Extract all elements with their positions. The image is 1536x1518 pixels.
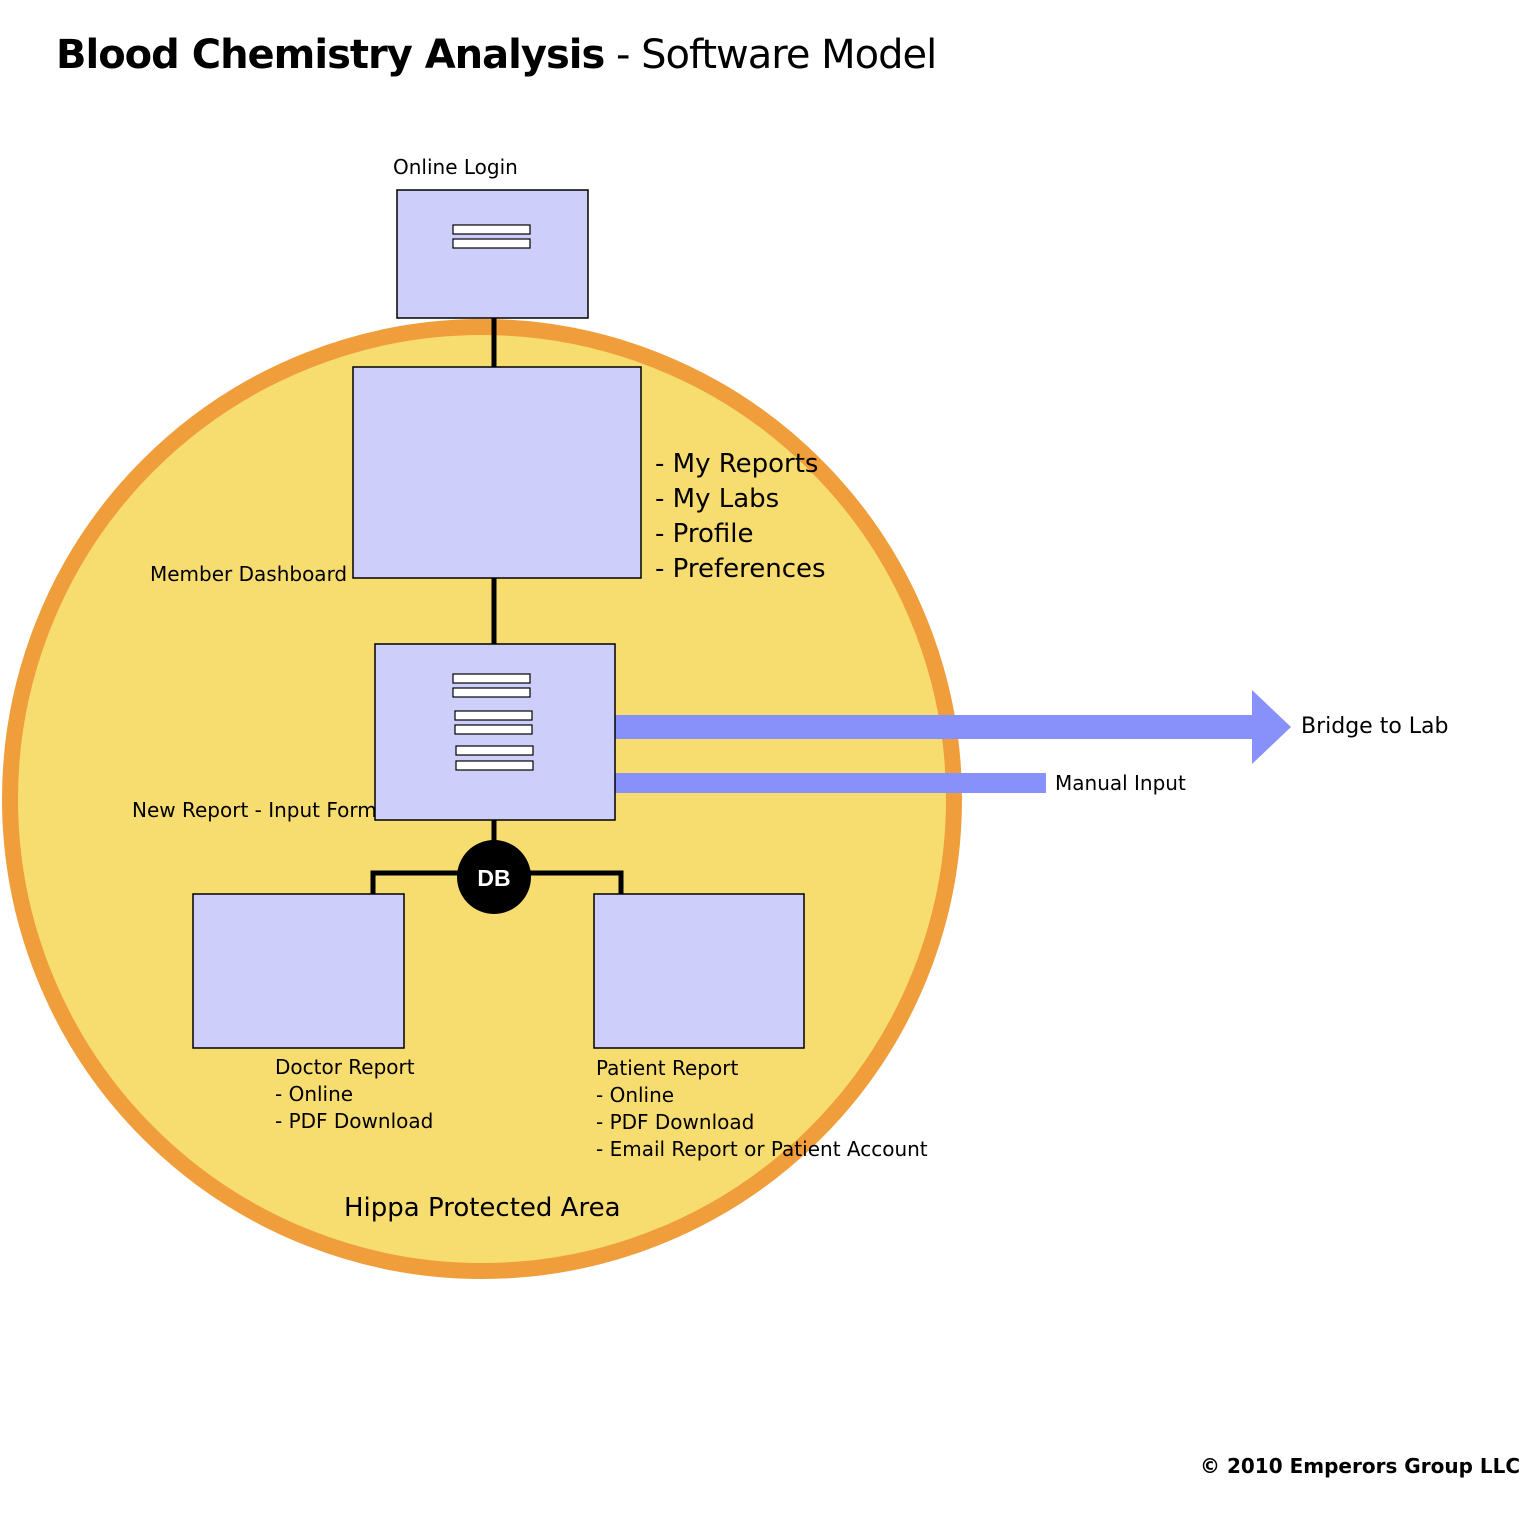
patient-report-text: Patient Report - Online - PDF Download -…: [596, 1055, 928, 1163]
form-field-bar: [455, 760, 534, 771]
form-field-bar: [452, 687, 531, 698]
dashboard-menu-item: - Profile: [655, 519, 754, 549]
lab-arrows: [576, 690, 1291, 806]
patient-report-item: - Online: [596, 1083, 675, 1107]
db-patient-line: [528, 870, 624, 894]
patient-report-title: Patient Report: [596, 1056, 739, 1080]
connector-lines: [370, 318, 624, 894]
page-title: Blood Chemistry Analysis - Software Mode…: [56, 32, 937, 78]
doctor-report-title: Doctor Report: [275, 1055, 415, 1079]
db-label: DB: [477, 865, 510, 891]
patient-report-box: [593, 893, 805, 1049]
manual-input-arrow: [576, 760, 1046, 806]
doctor-report-text: Doctor Report - Online - PDF Download: [275, 1054, 433, 1135]
member-dashboard-label: Member Dashboard: [150, 562, 348, 586]
form-field-bar: [455, 745, 534, 756]
db-doctor-line: [370, 870, 460, 894]
form-field-bar: [452, 673, 531, 684]
online-login-label: Online Login: [393, 155, 518, 179]
hippa-area-label: Hippa Protected Area: [344, 1193, 621, 1223]
member-dashboard-box: [352, 366, 642, 579]
title-rest: - Software Model: [604, 32, 937, 78]
login-field-bar: [452, 224, 531, 235]
bridge-to-lab-label: Bridge to Lab: [1301, 714, 1449, 739]
patient-report-item: - PDF Download: [596, 1110, 755, 1134]
dashboard-menu-item: - My Labs: [655, 484, 780, 514]
form-field-bar: [454, 710, 533, 721]
online-login-box: [396, 189, 589, 319]
manual-input-label: Manual Input: [1055, 771, 1186, 795]
bridge-to-lab-arrow: [576, 690, 1291, 764]
db-node: [457, 840, 531, 914]
doctor-report-item: - PDF Download: [275, 1109, 434, 1133]
dashboard-menu-item: - My Reports: [655, 449, 819, 479]
patient-report-item: - Email Report or Patient Account: [596, 1137, 928, 1161]
dashboard-menu-item: - Preferences: [655, 554, 826, 584]
new-report-form-box: [374, 643, 616, 821]
login-field-bar: [452, 238, 531, 249]
new-report-label: New Report - Input Form: [132, 798, 377, 822]
dashboard-menu-list: - My Reports - My Labs - Profile - Prefe…: [655, 447, 826, 587]
doctor-report-item: - Online: [275, 1082, 354, 1106]
form-field-bar: [454, 724, 533, 735]
doctor-report-box: [192, 893, 405, 1049]
copyright-text: © 2010 Emperors Group LLC: [1200, 1454, 1521, 1478]
title-bold: Blood Chemistry Analysis: [56, 32, 605, 78]
